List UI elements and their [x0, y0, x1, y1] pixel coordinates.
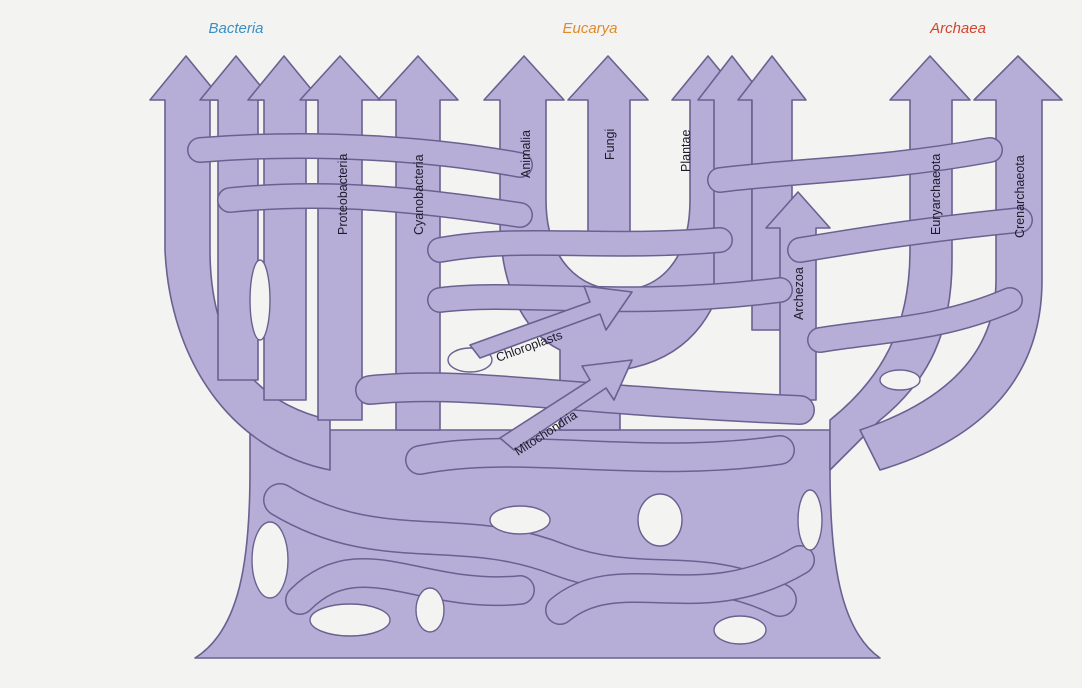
label-animalia: Animalia — [519, 130, 533, 178]
label-archezoa: Archezoa — [792, 267, 806, 320]
domain-label-eucarya: Eucarya — [562, 20, 617, 37]
label-fungi: Fungi — [603, 129, 617, 160]
label-proteobacteria: Proteobacteria — [336, 154, 350, 235]
domain-label-bacteria: Bacteria — [208, 20, 263, 37]
label-euryarchaeota: Euryarchaeota — [929, 154, 943, 235]
label-cyanobacteria: Cyanobacteria — [412, 154, 426, 235]
label-crenarchaeota: Crenarchaeota — [1013, 155, 1027, 238]
label-plantae: Plantae — [679, 130, 693, 172]
domain-label-archaea: Archaea — [929, 20, 986, 37]
archaea-trunk — [830, 56, 1062, 470]
bacteria-trunk — [150, 56, 458, 470]
